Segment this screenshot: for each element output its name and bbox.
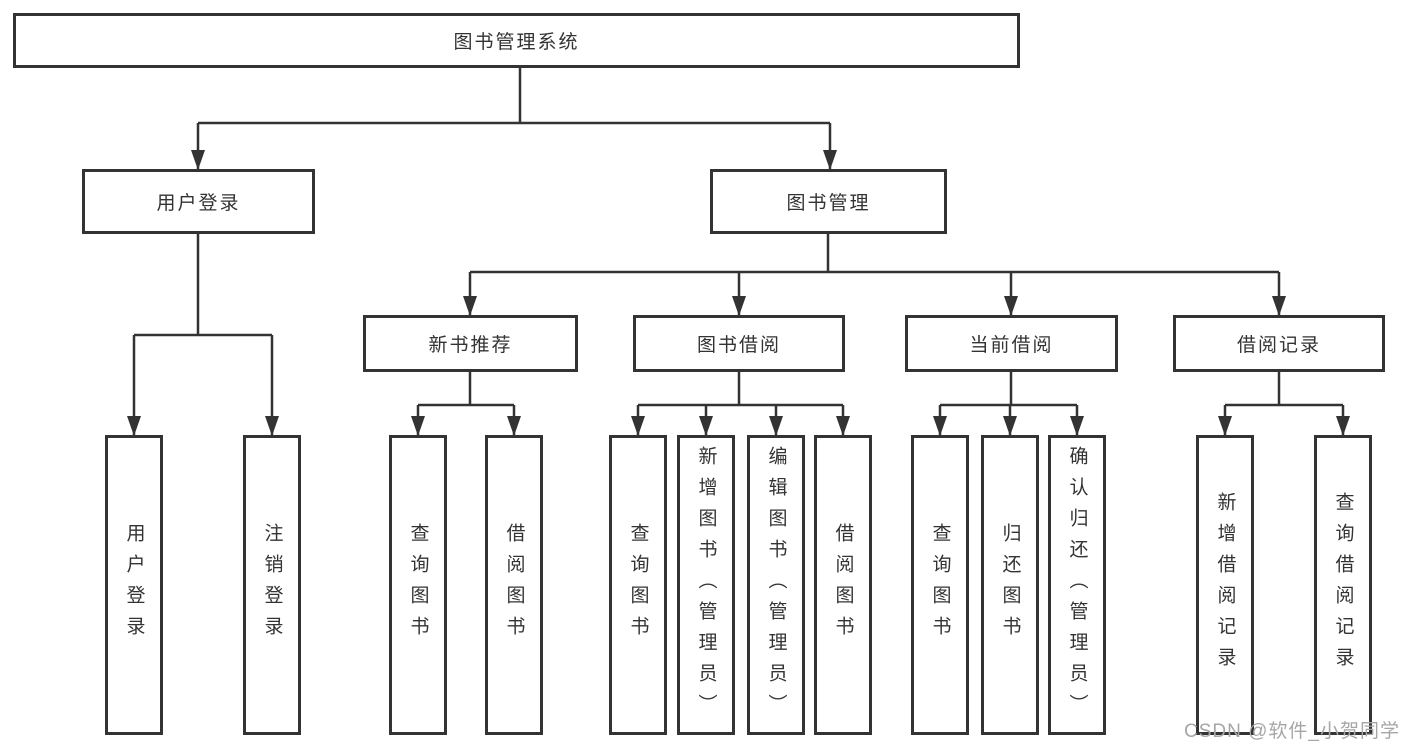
leaf-user-login: 用户登录 bbox=[105, 435, 163, 735]
leaf-label: 查询图书 bbox=[407, 523, 429, 647]
leaf-label: 借阅图书 bbox=[832, 523, 854, 647]
leaf-label: 确认归还（管理员） bbox=[1066, 445, 1088, 725]
leaf-query-books-borrow: 查询图书 bbox=[609, 435, 667, 735]
leaf-edit-book-admin: 编辑图书（管理员） bbox=[747, 435, 805, 735]
leaf-label: 注销登录 bbox=[261, 523, 283, 647]
edge-new-book bbox=[411, 372, 521, 436]
leaf-add-borrow-record: 新增借阅记录 bbox=[1196, 435, 1254, 735]
node-borrow-records: 借阅记录 bbox=[1173, 315, 1385, 372]
leaf-query-books-newbook: 查询图书 bbox=[389, 435, 447, 735]
leaf-label: 查询借阅记录 bbox=[1332, 492, 1354, 678]
leaf-query-borrow-record: 查询借阅记录 bbox=[1314, 435, 1372, 735]
leaf-borrow-books-newbook: 借阅图书 bbox=[485, 435, 543, 735]
leaf-label: 查询图书 bbox=[929, 523, 951, 647]
watermark: CSDN @软件_小贺同学 bbox=[1184, 721, 1400, 742]
leaf-label: 查询图书 bbox=[627, 523, 649, 647]
edge-current-borrow bbox=[933, 372, 1084, 436]
leaf-query-books-current: 查询图书 bbox=[911, 435, 969, 735]
node-new-book-recommend: 新书推荐 bbox=[363, 315, 578, 372]
node-current-borrow: 当前借阅 bbox=[905, 315, 1118, 372]
leaf-confirm-return-admin: 确认归还（管理员） bbox=[1048, 435, 1106, 735]
leaf-label: 借阅图书 bbox=[503, 523, 525, 647]
node-user-login-branch: 用户登录 bbox=[82, 169, 315, 234]
edge-book-mgmt bbox=[463, 234, 1286, 316]
edge-borrow-records bbox=[1218, 372, 1350, 436]
leaf-add-book-admin: 新增图书（管理员） bbox=[677, 435, 735, 735]
edge-book-borrow bbox=[631, 372, 850, 436]
leaf-label: 编辑图书（管理员） bbox=[765, 445, 787, 725]
leaf-label: 用户登录 bbox=[123, 523, 145, 647]
leaf-label: 新增借阅记录 bbox=[1214, 492, 1236, 678]
leaf-label: 归还图书 bbox=[999, 523, 1021, 647]
leaf-logout: 注销登录 bbox=[243, 435, 301, 735]
node-library-management-system: 图书管理系统 bbox=[13, 13, 1020, 68]
edge-root bbox=[191, 68, 837, 170]
node-book-borrow: 图书借阅 bbox=[633, 315, 845, 372]
node-book-management: 图书管理 bbox=[710, 169, 947, 234]
leaf-borrow-books-borrow: 借阅图书 bbox=[814, 435, 872, 735]
leaf-return-book: 归还图书 bbox=[981, 435, 1039, 735]
edge-user-login bbox=[127, 234, 279, 436]
leaf-label: 新增图书（管理员） bbox=[695, 445, 717, 725]
